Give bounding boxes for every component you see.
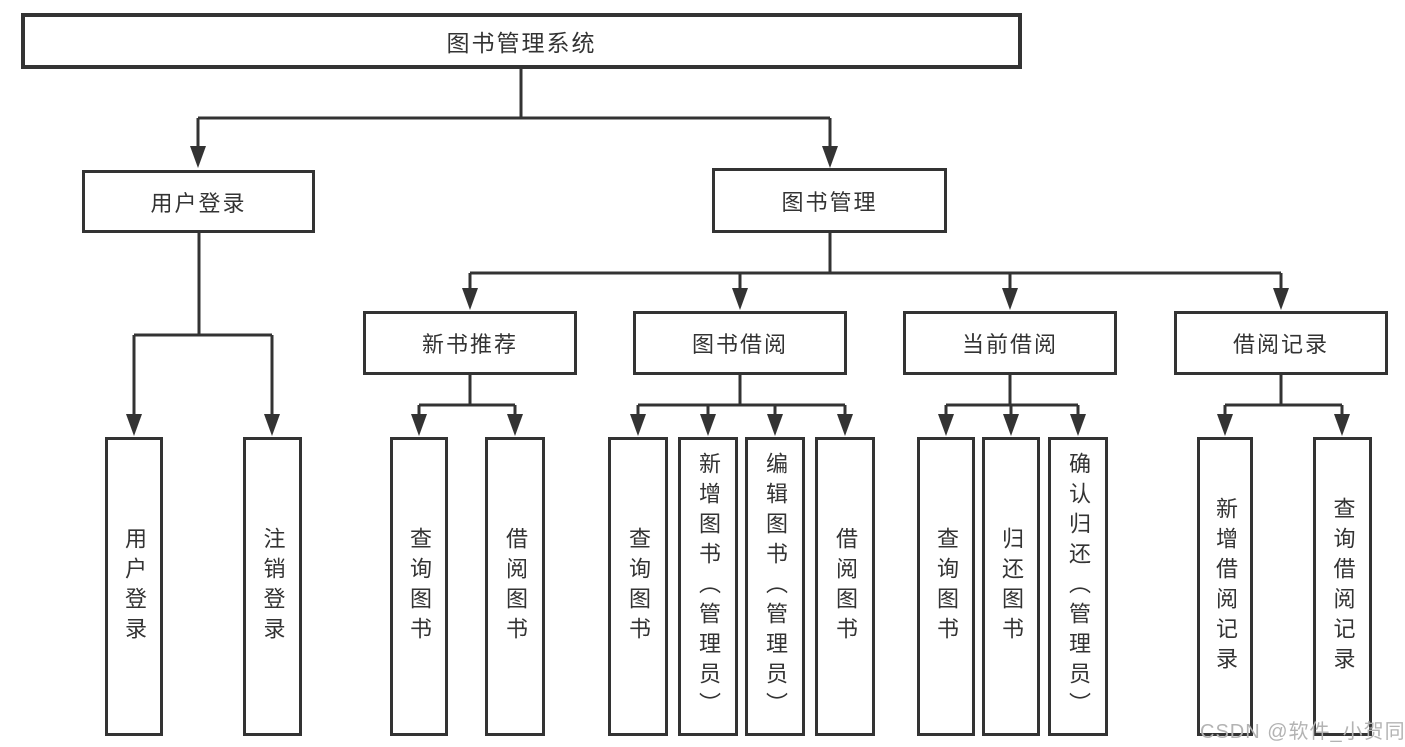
csdn-watermark: CSDN @软件_小贺同学 [1200, 721, 1405, 743]
leaf-confirm-return-admin: 确认归还（管理员） [1048, 437, 1108, 736]
node-current-borrowing: 当前借阅 [903, 311, 1117, 375]
node-new-book-recommend: 新书推荐 [363, 311, 577, 375]
node-book-management: 图书管理 [712, 168, 947, 233]
leaf-query-borrow-record: 查询借阅记录 [1313, 437, 1372, 736]
leaf-borrow-books-borrowing: 借阅图书 [815, 437, 875, 736]
node-borrowing-records: 借阅记录 [1174, 311, 1388, 375]
leaf-add-borrow-record: 新增借阅记录 [1197, 437, 1253, 736]
leaf-borrow-books-recommend: 借阅图书 [485, 437, 545, 736]
leaf-query-books-borrowing: 查询图书 [608, 437, 668, 736]
leaf-return-books: 归还图书 [982, 437, 1040, 736]
leaf-edit-books-admin: 编辑图书（管理员） [745, 437, 805, 736]
leaf-add-books-admin: 新增图书（管理员） [678, 437, 738, 736]
node-library-management-system: 图书管理系统 [21, 13, 1022, 69]
leaf-user-login: 用户登录 [105, 437, 163, 736]
leaf-logout-login: 注销登录 [243, 437, 302, 736]
node-user-login: 用户登录 [82, 170, 315, 233]
leaf-query-books-current: 查询图书 [917, 437, 975, 736]
node-book-borrowing: 图书借阅 [633, 311, 847, 375]
leaf-query-books-recommend: 查询图书 [390, 437, 448, 736]
